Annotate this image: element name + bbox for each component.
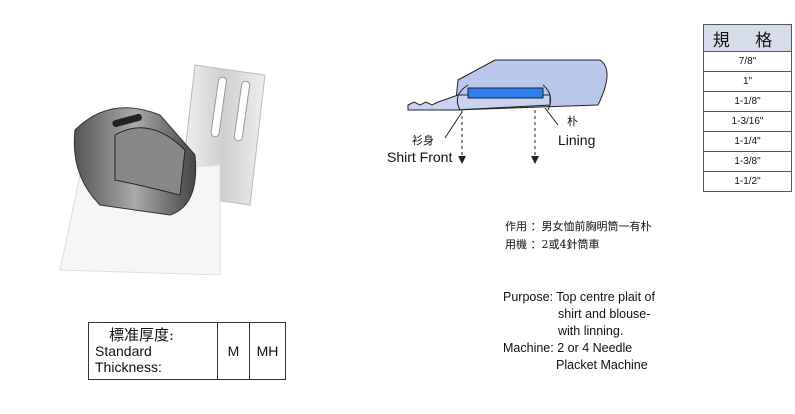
purpose-line: with linning. [558,324,624,338]
lining-label: Lining [558,132,596,148]
shirt-front-label: Shirt Front [387,149,453,165]
folding-diagram [407,59,608,164]
machine-line: Machine: 2 or 4 Needle [503,341,633,355]
thickness-label-en: Standard Thickness: [95,343,162,375]
usage-en: Purpose: Top centre plait of shirt and b… [503,289,655,374]
spec-size: 1-1/4" [703,131,792,152]
thickness-option-m: M [227,343,240,359]
spec-size: 7/8" [703,51,792,72]
thickness-option-mh: MH [256,343,279,359]
spec-size: 1-3/16" [703,111,792,132]
thickness-table: 標准厚度: Standard Thickness: M MH [88,322,286,380]
thickness-label: 標准厚度: Standard Thickness: [89,323,217,379]
spec-size: 1-1/2" [703,171,792,192]
usage-cn: 作用 ：男女恤前胸明筒一有朴 用機 ：2或4針筒車 [505,218,652,254]
spec-table: 規 格 7/8" 1" 1-1/8" 1-3/16" 1-1/4" 1-3/8"… [703,24,792,192]
purpose-line: shirt and blouse- [558,307,651,321]
thickness-option-m-cell: M [217,323,249,379]
folder-product-photo [59,64,266,275]
lining-label-cn: 朴 [567,115,578,128]
purpose-line: Purpose: Top centre plait of [503,290,655,304]
spec-size: 1-3/8" [703,151,792,172]
spec-header: 規 格 [703,24,792,52]
thickness-option-mh-cell: MH [249,323,285,379]
thickness-label-cn: 標准厚度: [109,326,175,344]
purpose-cn: 作用 ：男女恤前胸明筒一有朴 [505,220,652,233]
spec-size: 1-1/8" [703,91,792,112]
shirt-front-label-cn: 衫身 [412,134,434,147]
machine-line: Placket Machine [556,358,648,372]
spec-size: 1" [703,71,792,92]
machine-cn: 用機 ：2或4針筒車 [505,238,600,251]
